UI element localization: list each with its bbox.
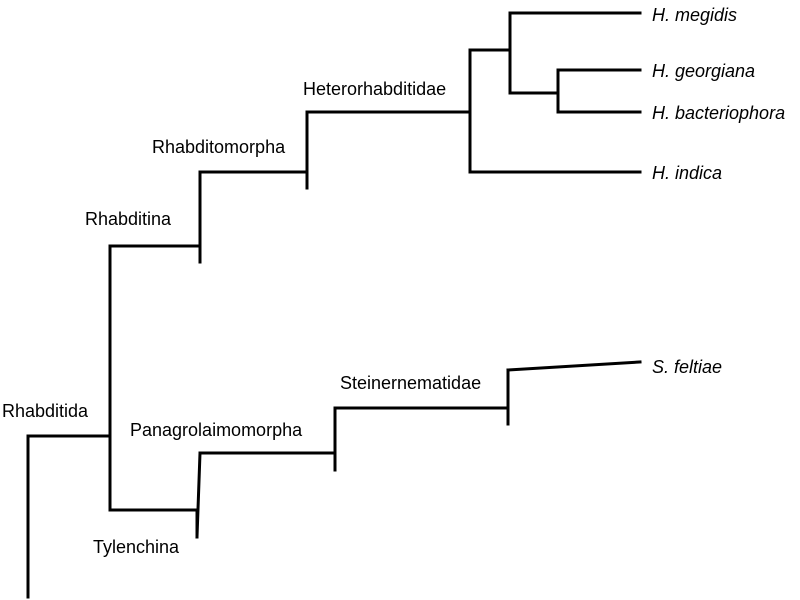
h-megidis-label: H. megidis: [652, 5, 737, 25]
steinernematidae-label: Steinernematidae: [340, 373, 481, 393]
tylenchina-label: Tylenchina: [93, 537, 180, 557]
s-feltiae-label: S. feltiae: [652, 357, 722, 377]
h-georgiana-label: H. georgiana: [652, 61, 755, 81]
rhabditina-branch: [108, 244, 202, 264]
panagrolaimomorpha-branch: [198, 451, 337, 472]
tylenchina-stem-branch: [195, 451, 202, 539]
rhabditina-label: Rhabditina: [85, 209, 172, 229]
h-indica-label: H. indica: [652, 163, 722, 183]
rhabditida-label: Rhabditida: [2, 401, 89, 421]
s-feltiae-branch: [506, 360, 642, 372]
megidis-stem-branch: [508, 11, 560, 95]
rhabditomorpha-label: Rhabditomorpha: [152, 137, 286, 157]
tylenchina-branch: [108, 508, 199, 539]
root-stem-branch: [26, 434, 110, 599]
h-megidis-clade-branch: [468, 48, 512, 95]
heterorhabditidae-label: Heterorhabditidae: [303, 79, 446, 99]
rhabditomorpha-branch: [198, 170, 309, 190]
h-bacteriophora-label: H. bacteriophora: [652, 103, 785, 123]
panagrolaimomorpha-label: Panagrolaimomorpha: [130, 420, 303, 440]
steinernematidae-branch: [333, 406, 510, 426]
